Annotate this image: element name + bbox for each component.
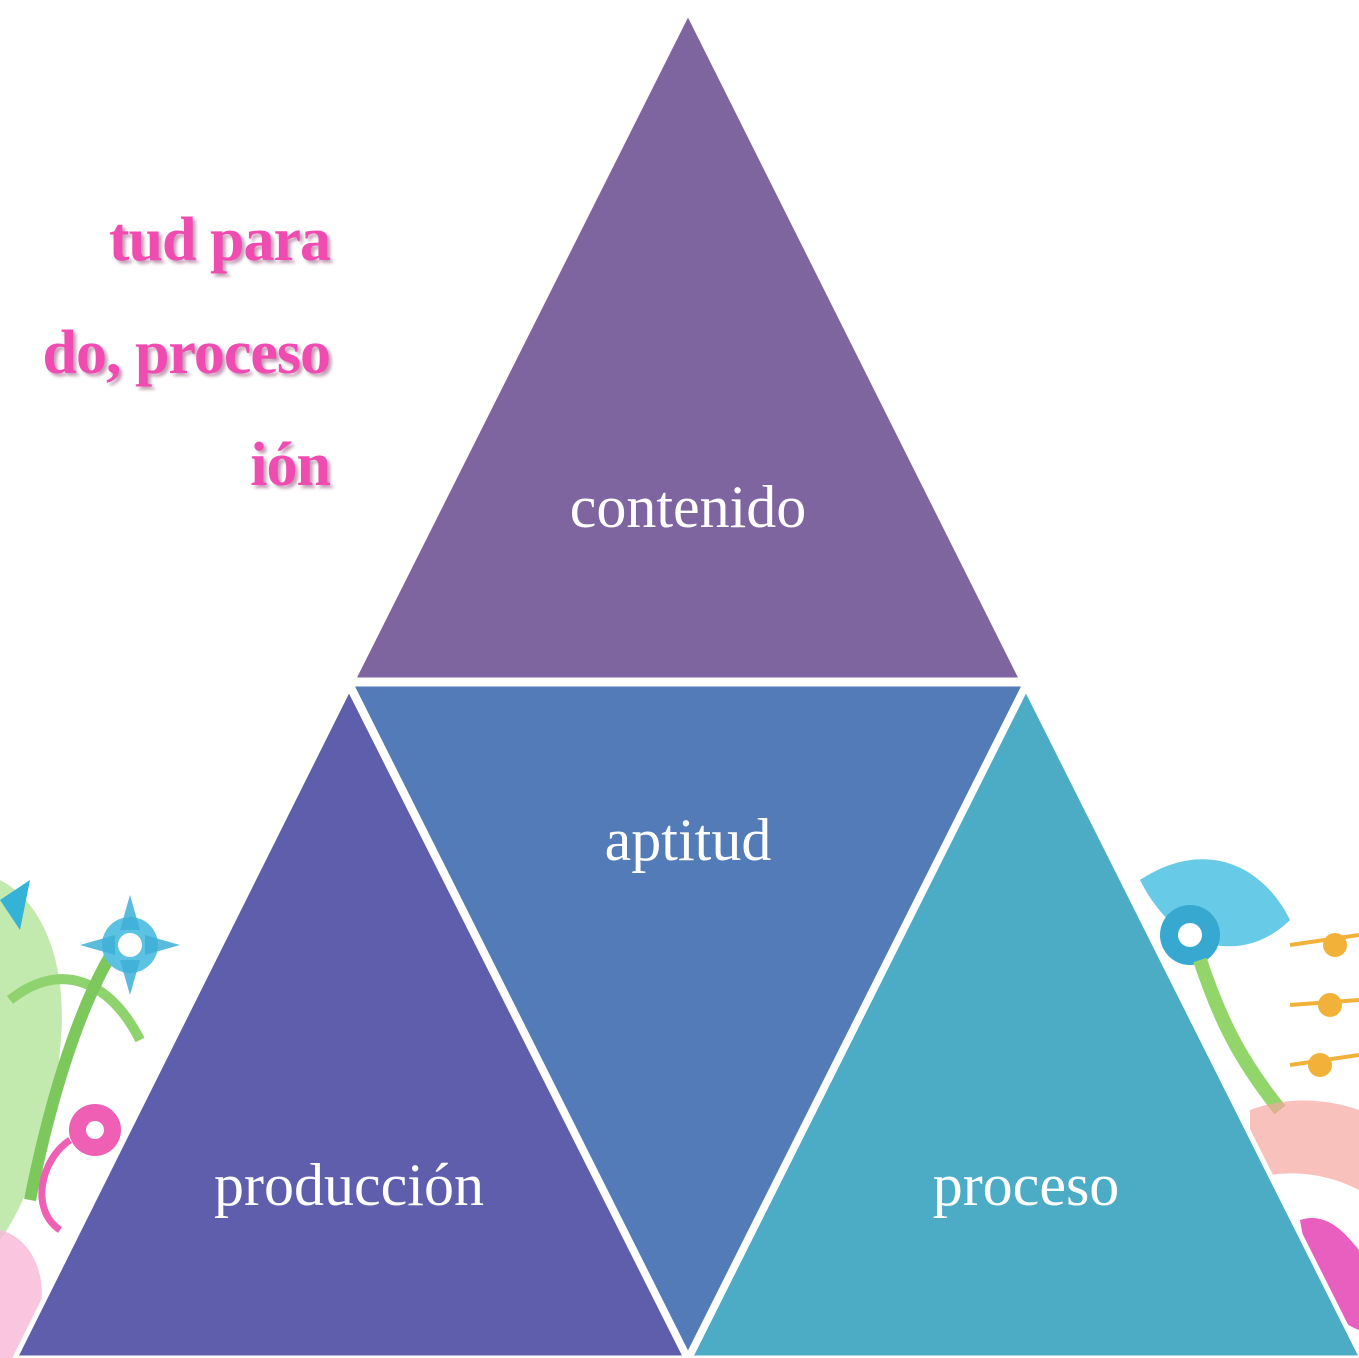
label-proceso: proceso	[933, 1152, 1120, 1218]
label-contenido: contenido	[570, 474, 807, 540]
heading-line-2: do, proceso	[42, 319, 331, 387]
segment-top	[350, 9, 1025, 683]
label-aptitud: aptitud	[605, 807, 772, 873]
segment-center	[348, 681, 1028, 1358]
heading-line-3: ión	[250, 431, 331, 499]
segment-left	[12, 685, 689, 1358]
segment-right	[687, 685, 1359, 1358]
heading-line-1: tud para	[108, 206, 331, 274]
label-produccion: producción	[214, 1152, 484, 1218]
